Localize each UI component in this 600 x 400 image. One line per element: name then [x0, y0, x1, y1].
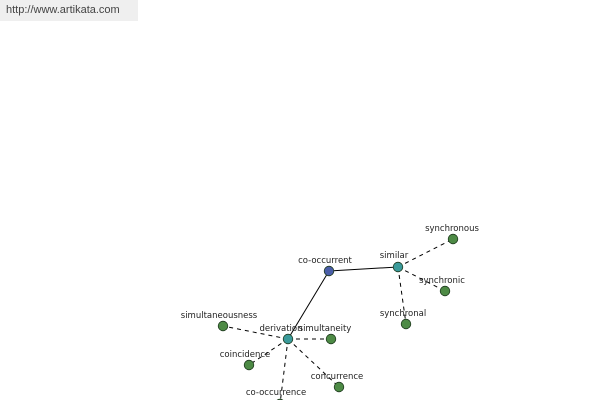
edge-derivation-co-occurrence: [279, 338, 289, 400]
node-derivation[interactable]: [282, 333, 294, 345]
node-label-simultaneousness[interactable]: simultaneousness: [181, 311, 258, 321]
node-label-synchronous[interactable]: synchronous: [425, 224, 479, 234]
node-label-coincidence[interactable]: coincidence: [220, 350, 271, 360]
edge-co-occurrent-derivation: [287, 270, 330, 340]
node-concurrence[interactable]: [333, 381, 345, 393]
node-label-synchronic[interactable]: synchronic: [419, 276, 465, 286]
node-label-simultaneity[interactable]: simultaneity: [299, 324, 352, 334]
node-label-derivation[interactable]: derivation: [259, 324, 302, 334]
edge-similar-synchronous: [397, 238, 454, 268]
node-similar[interactable]: [392, 261, 404, 273]
node-simultaneity[interactable]: [325, 333, 337, 345]
node-label-concurrence[interactable]: concurrence: [311, 372, 364, 382]
node-simultaneousness[interactable]: [217, 320, 229, 332]
node-coincidence[interactable]: [243, 359, 255, 371]
graph-edges: [222, 238, 454, 400]
graph-labels: co-occurrent similar derivation synchronous…: [181, 224, 480, 398]
node-label-co-occurrence[interactable]: co-occurrence: [246, 388, 306, 398]
node-synchronal[interactable]: [400, 318, 412, 330]
edge-similar-synchronal: [397, 266, 407, 325]
node-synchronic[interactable]: [439, 285, 451, 297]
edge-co-occurrent-similar: [328, 266, 399, 272]
edge-derivation-concurrence: [287, 338, 340, 388]
graph-nodes: [217, 233, 459, 400]
node-label-co-occurrent[interactable]: co-occurrent: [298, 256, 352, 266]
node-synchronous[interactable]: [447, 233, 459, 245]
node-label-synchronal[interactable]: synchronal: [380, 309, 426, 319]
edge-derivation-simultaneousness: [222, 325, 289, 340]
node-co-occurrent[interactable]: [323, 265, 335, 277]
source-url[interactable]: http://www.artikata.com: [0, 0, 138, 21]
node-label-similar[interactable]: similar: [380, 251, 409, 261]
edge-similar-synchronic: [397, 266, 446, 292]
